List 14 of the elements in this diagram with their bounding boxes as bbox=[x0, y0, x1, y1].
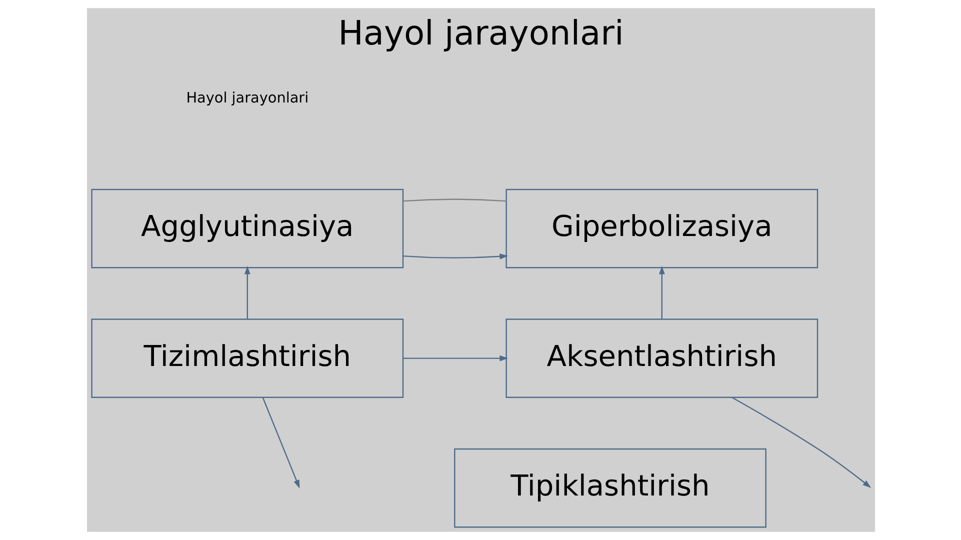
arrow bbox=[731, 397, 871, 488]
node-box: Aksentlashtirish bbox=[505, 318, 818, 398]
arrow bbox=[244, 266, 250, 320]
arrow bbox=[262, 397, 300, 488]
node-box: Tipiklashtirish bbox=[454, 448, 766, 528]
connector bbox=[402, 198, 506, 202]
arrow bbox=[402, 254, 508, 260]
label: Hayol jarayonlari bbox=[186, 90, 308, 107]
arrow bbox=[402, 355, 508, 362]
node-box: Agglyutinasiya bbox=[90, 188, 404, 268]
node-box: Tizimlashtirish bbox=[90, 318, 404, 398]
arrow bbox=[658, 266, 664, 320]
node-box: Giperbolizasiya bbox=[505, 188, 818, 268]
diagram-title: Hayol jarayonlari bbox=[338, 14, 624, 53]
